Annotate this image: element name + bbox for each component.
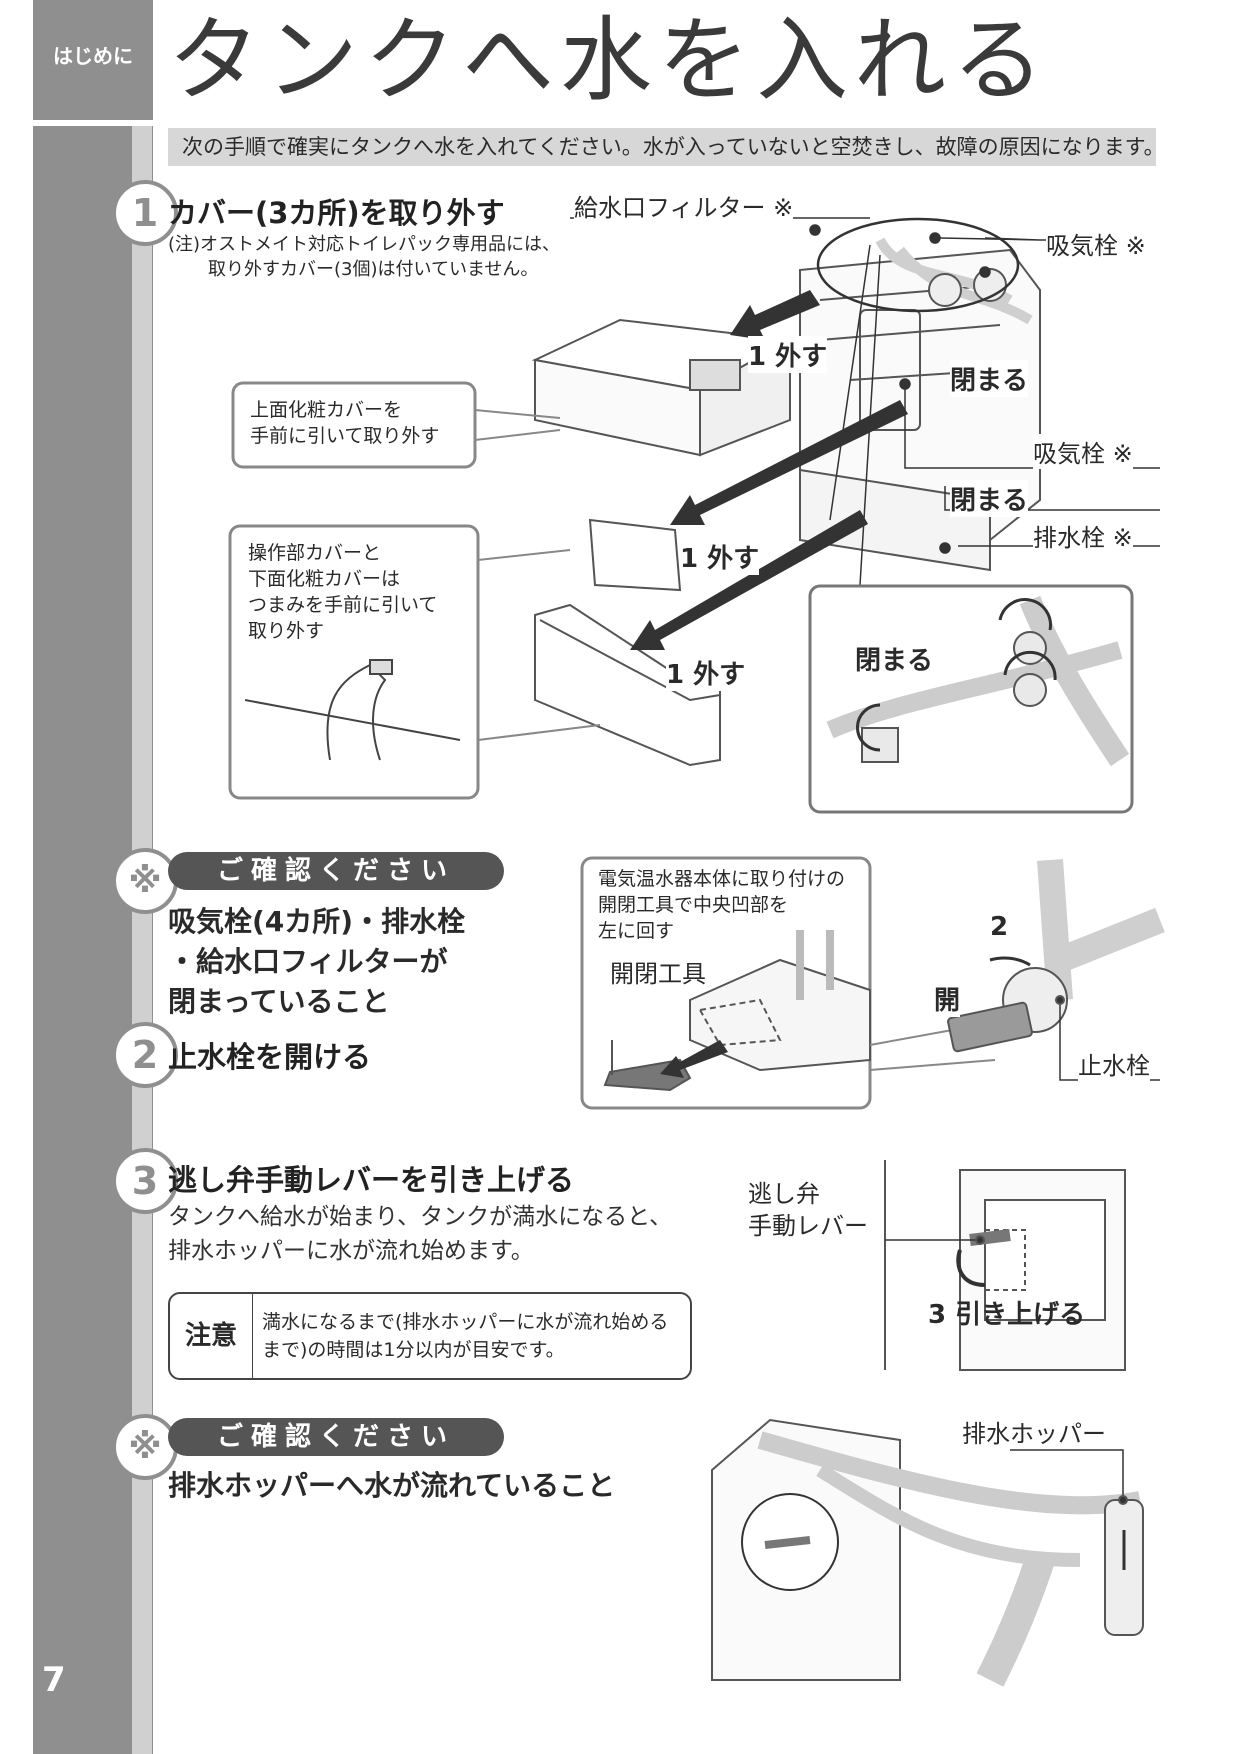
step-2-title: 止水栓を開ける: [168, 1040, 372, 1074]
drain-plug-label: 排水栓 ※: [1033, 518, 1133, 553]
intro-banner: 次の手順で確実にタンクへ水を入れてください。水が入っていないと空焚きし、故障の原…: [168, 128, 1165, 166]
step-2-number: 2: [112, 1022, 178, 1088]
tool-callout-line-2: 開閉工具で中央凹部を: [598, 894, 789, 916]
confirm-2-pill: ご確認ください: [168, 1418, 504, 1456]
close-label-inset: 閉まる: [855, 640, 934, 677]
step-1-note-line-2: 取り外すカバー(3個)は付いていません。: [208, 259, 539, 280]
tool-callout-line-3: 左に回す: [598, 920, 675, 942]
stop-valve-label: 止水栓: [1078, 1046, 1150, 1081]
confirm-1-line-3: 閉まっていること: [168, 985, 390, 1018]
step-1-number: 1: [112, 180, 178, 246]
relief-valve-label-line-1: 逃し弁: [748, 1174, 820, 1209]
tool-callout-line-1: 電気温水器本体に取り付けの: [598, 868, 846, 890]
confirm-2-mark: ※: [112, 1414, 178, 1480]
confirm-1-line-1: 吸気栓(4カ所)・排水栓: [168, 905, 466, 938]
step-3-title: 逃し弁手動レバーを引き上げる: [168, 1163, 575, 1197]
caution-heading: 注意: [170, 1294, 253, 1378]
open-label: 開: [934, 980, 961, 1017]
drain-hopper-label: 排水ホッパー: [962, 1414, 1106, 1449]
lower-cover-callout-line-3: つまみを手前に引いて: [248, 594, 438, 616]
step-2-circle: 2: [990, 912, 1009, 942]
page-number: 7: [42, 1660, 66, 1700]
step-3-number: 3: [112, 1148, 178, 1214]
step-3-body-line-2: 排水ホッパーに水が流れ始めます。: [168, 1238, 534, 1264]
step-1-title: カバー(3カ所)を取り外す: [168, 196, 505, 230]
sidebar-divider: [33, 120, 153, 126]
step-1-note-line-1: (注)オストメイト対応トイレパック専用品には、: [168, 234, 561, 255]
top-cover-callout-line-2: 手前に引いて取り外す: [250, 425, 440, 447]
close-label-2: 閉まる: [950, 480, 1029, 517]
step-3-body-line-1: タンクへ給水が始まり、タンクが満水になると、: [168, 1204, 673, 1230]
remove-label-1: 1 外す: [748, 336, 828, 373]
lower-cover-callout-line-1: 操作部カバーと: [248, 542, 382, 564]
confirm-1-line-2: ・給水口フィルターが: [168, 945, 448, 978]
caution-text: 満水になるまで(排水ホッパーに水が流れ始めるまで)の時間は1分以内が目安です。: [262, 1311, 669, 1361]
pull-up-label: 3 引き上げる: [928, 1300, 1086, 1330]
remove-label-2: 1 外す: [680, 538, 760, 575]
intake-plug-label-top: 吸気栓 ※: [1046, 226, 1146, 261]
tool-label: 開閉工具: [610, 954, 706, 989]
caution-box: 注意 満水になるまで(排水ホッパーに水が流れ始めるまで)の時間は1分以内が目安で…: [168, 1292, 692, 1380]
remove-label-3: 1 外す: [666, 654, 746, 691]
confirm-1-pill: ご確認ください: [168, 852, 504, 890]
lower-cover-callout-line-2: 下面化粧カバーは: [248, 568, 401, 590]
page-title: タンクへ水を入れる: [168, 7, 1051, 114]
top-cover-callout-line-1: 上面化粧カバーを: [250, 399, 403, 421]
close-label-1: 閉まる: [950, 360, 1029, 397]
lower-cover-callout-line-4: 取り外す: [248, 620, 325, 642]
relief-valve-label-line-2: 手動レバー: [748, 1206, 868, 1241]
confirm-2-line-1: 排水ホッパーへ水が流れていること: [168, 1469, 616, 1502]
section-label: はじめに: [53, 44, 133, 68]
intake-plug-label-mid: 吸気栓 ※: [1033, 434, 1133, 469]
step-rail: [132, 126, 152, 1754]
filter-label: 給水口フィルター ※: [574, 188, 794, 223]
